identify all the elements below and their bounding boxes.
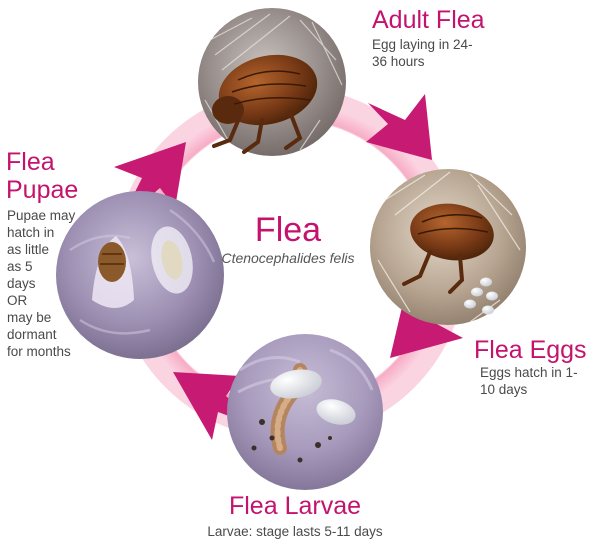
flea-larvae-illustration [227,334,383,490]
center-title: Flea [228,212,348,248]
adult-flea-title: Adult Flea [372,6,485,34]
adult-flea-illustration [198,8,346,156]
flea-pupae-title-line1: Flea [6,148,55,176]
flea-pupae-title-line2: Pupae [6,176,78,204]
flea-eggs-illustration [370,169,526,325]
flea-larvae-title: Flea Larvae [0,492,590,520]
flea-eggs-description: Eggs hatch in 1-10 days [480,364,580,398]
adult-flea-description: Egg laying in 24-36 hours [372,36,482,70]
scientific-name: Ctenocephalides felis [218,249,358,268]
flea-larvae-description: Larvae: stage lasts 5-11 days [0,523,590,540]
flea-pupae-description: Pupae may hatch in as little as 5 days O… [7,207,97,360]
flea-eggs-title: Flea Eggs [474,336,587,364]
